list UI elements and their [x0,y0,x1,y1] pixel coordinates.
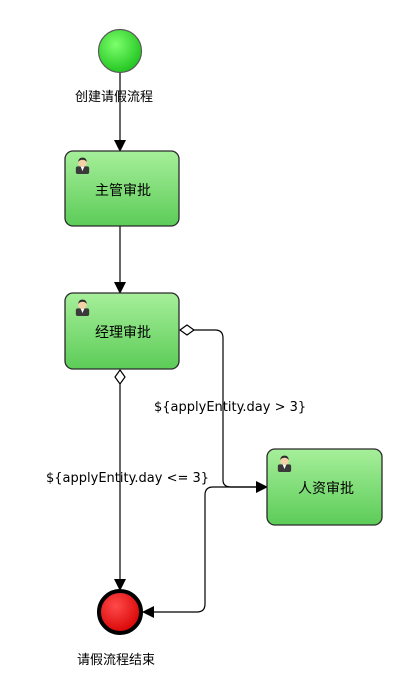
task-supervisor-label: 主管审批 [95,183,151,199]
task-manager-label: 经理审批 [95,325,151,341]
end-event-label: 请假流程结束 [77,653,156,668]
task-hr[interactable] [266,448,383,526]
task-manager[interactable] [64,292,180,370]
start-event-label: 创建请假流程 [75,90,154,105]
task-hr-label: 人资审批 [298,481,354,497]
start-event [97,28,143,74]
sequence-flows [114,73,268,618]
condition-label-to-hr: ${applyEntity.day > 3} [154,400,307,415]
condition-label-to-end: ${applyEntity.day <= 3} [46,471,210,486]
flow-hr-to-end [142,486,267,618]
end-event [97,589,143,635]
condition-marker-to-hr [178,324,196,336]
condition-marker-to-end [114,368,126,386]
task-supervisor[interactable] [64,150,180,227]
